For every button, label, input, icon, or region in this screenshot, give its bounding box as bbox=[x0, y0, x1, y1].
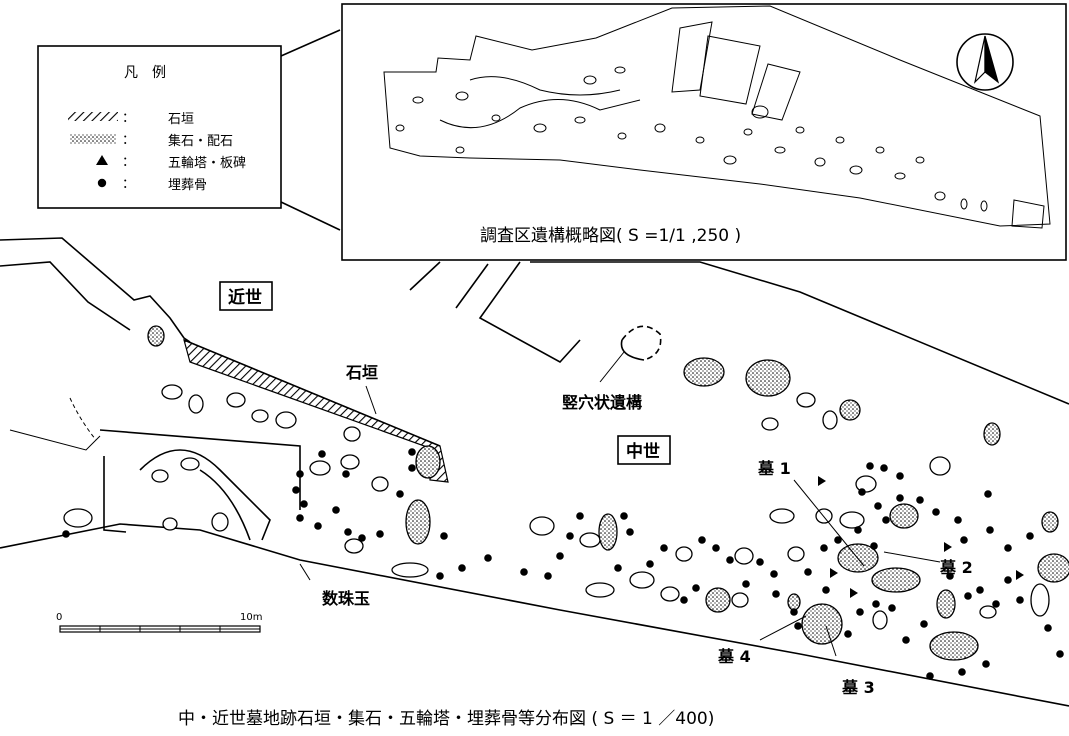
burial-dots bbox=[62, 448, 1064, 680]
north-arrow-icon bbox=[956, 33, 1014, 91]
boundary-northwest-inner bbox=[0, 261, 131, 331]
leader-lines bbox=[299, 385, 941, 657]
haka1-label: 墓 1 bbox=[757, 459, 791, 478]
scale-bar: 0 10m bbox=[56, 612, 262, 633]
stipple-symbol-icon bbox=[70, 134, 116, 144]
kinsei-paths bbox=[99, 429, 301, 541]
tateana-label: 竪穴状遺構 bbox=[562, 393, 642, 412]
ishigaki-label: 石垣 bbox=[345, 363, 378, 382]
hatch-symbol-icon bbox=[68, 112, 118, 121]
inset-features bbox=[395, 66, 988, 212]
gorinto-markers bbox=[818, 476, 1024, 598]
inset-building-1 bbox=[671, 21, 713, 93]
legend-colon-3: ： bbox=[122, 155, 135, 170]
boundary-structures bbox=[409, 261, 581, 364]
legend-label-shuseki: 集石・配石 bbox=[168, 133, 233, 149]
inset-path bbox=[439, 99, 641, 129]
inset-connector-bottom bbox=[280, 201, 341, 231]
ishigaki-wall bbox=[183, 338, 449, 483]
inset-building-4 bbox=[1011, 199, 1045, 229]
scale-end: 10m bbox=[240, 612, 262, 623]
legend-label-gorinto: 五輪塔・板碑 bbox=[168, 155, 246, 171]
inset-frame bbox=[341, 3, 1067, 261]
inset-caption: 調査区遺構概略図( S =1/1 ,250 ) bbox=[480, 226, 741, 246]
dot-symbol-icon bbox=[97, 178, 107, 188]
legend-colon-1: ： bbox=[122, 111, 135, 126]
boundary-northwest bbox=[0, 237, 191, 343]
haka4-label: 墓 4 bbox=[717, 647, 751, 666]
inset-building-3 bbox=[751, 63, 801, 121]
chusei-label: 中世 bbox=[626, 441, 660, 462]
legend-title: 凡 例 bbox=[124, 65, 166, 81]
haka2-label: 墓 2 bbox=[939, 558, 973, 577]
scale-start: 0 bbox=[56, 612, 62, 623]
legend-colon-2: ： bbox=[122, 133, 135, 148]
tateana-feature bbox=[621, 325, 662, 361]
kinsei-label-box bbox=[219, 281, 273, 311]
main-map: 近世 中世 石垣 竪穴状遺構 数珠玉 墓 1 墓 2 墓 3 墓 4 0 10m bbox=[0, 237, 1069, 707]
stone-features bbox=[63, 384, 1050, 630]
inset-building-2 bbox=[699, 35, 761, 105]
boundary-north bbox=[530, 261, 1069, 405]
legend-frame bbox=[37, 45, 282, 209]
triangle-symbol-icon bbox=[96, 155, 108, 165]
shuseki-features bbox=[147, 325, 1069, 661]
inset-map: 調査区遺構概略図( S =1/1 ,250 ) bbox=[341, 3, 1067, 261]
legend-label-ishigaki: 石垣 bbox=[168, 112, 194, 127]
legend-label-maisokotsu: 埋葬骨 bbox=[168, 178, 207, 193]
inset-site-outline bbox=[383, 5, 1051, 227]
chusei-label-box bbox=[617, 435, 671, 465]
kinsei-label: 近世 bbox=[228, 287, 262, 308]
inset-path-2 bbox=[469, 76, 621, 96]
juzudama-label: 数珠玉 bbox=[322, 589, 370, 608]
boundary-south bbox=[0, 523, 1069, 707]
haka3-label: 墓 3 bbox=[841, 678, 875, 697]
legend: 凡 例 ： 石垣 ： 集石・配石 ： 五輪塔・板碑 ： 埋葬骨 bbox=[37, 45, 282, 209]
inset-connector-top bbox=[280, 29, 341, 57]
main-caption: 中・近世墓地跡石垣・集石・五輪塔・埋葬骨等分布図 ( S ＝ 1 ／400) bbox=[178, 709, 714, 729]
legend-colon-4: ： bbox=[122, 177, 135, 192]
